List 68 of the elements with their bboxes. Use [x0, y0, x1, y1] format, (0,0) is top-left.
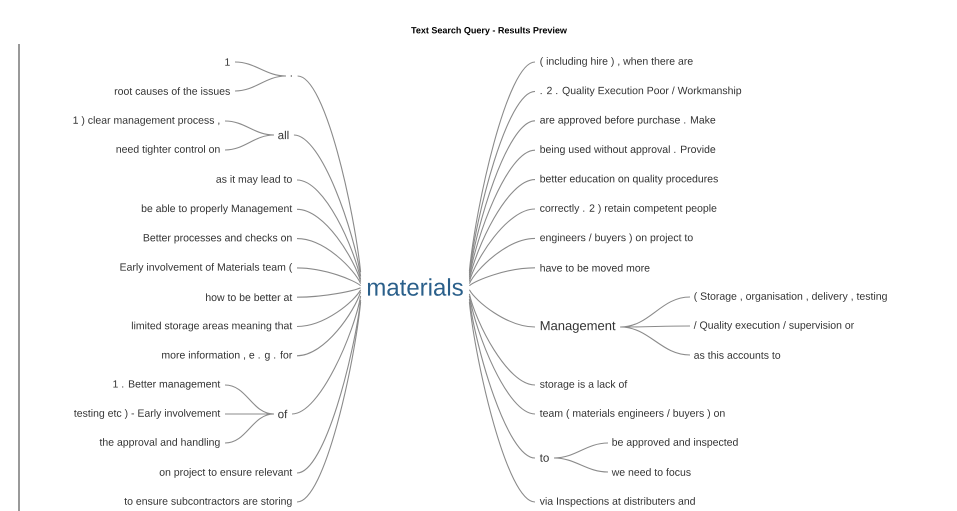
- phrase-text: are approved before purchase . Make: [540, 116, 716, 126]
- phrase-text: Better processes and checks on: [144, 234, 292, 244]
- branch-line: [296, 290, 362, 328]
- phrase-text: . 2 . Quality Execution Poor / Workmanship: [540, 86, 742, 96]
- phrase-text: the approval and handling: [100, 438, 220, 448]
- branch-line: [224, 384, 274, 415]
- phrase-text: 1: [225, 58, 230, 66]
- phrase-text: be able to properly Management: [142, 204, 292, 214]
- branch-line: [297, 75, 362, 272]
- phrase-text: storage is a lack of: [540, 380, 628, 390]
- branch-line: [224, 413, 274, 444]
- branch-line: [468, 296, 536, 415]
- branch-word: all: [278, 130, 288, 140]
- phrase-text: engineers / buyers ) on project to: [540, 234, 693, 244]
- title: Text Search Query - Results Preview: [411, 26, 567, 36]
- phrase-text: root causes of the issues: [114, 87, 230, 95]
- phrase-text: need tighter control on: [116, 145, 220, 155]
- branch-word: of: [278, 410, 288, 418]
- phrase-text: as it may lead to: [216, 175, 292, 185]
- branch-line: [296, 267, 361, 286]
- branch-line: [224, 134, 274, 151]
- branch-line: [296, 292, 362, 356]
- branch-word: to: [540, 454, 549, 462]
- branch-line: [620, 326, 690, 356]
- branch-line: [554, 457, 608, 473]
- phrase-text: ( including hire ) , when there are: [540, 57, 693, 67]
- phrase-text: via Inspections at distributers and: [540, 497, 695, 507]
- branch-line: [468, 179, 536, 280]
- branch-word: Management: [540, 321, 616, 333]
- phrase-text: correctly . 2 ) retain competent people: [540, 204, 716, 214]
- branch-line: [292, 296, 362, 415]
- branch-line: [468, 302, 536, 503]
- phrase-text: 1 . Better management: [113, 380, 220, 390]
- branch-line: [296, 302, 362, 503]
- branch-line: [294, 134, 362, 276]
- branch-line: [297, 287, 361, 298]
- phrase-text: limited storage areas meaning that: [132, 322, 292, 332]
- phrase-text: on project to ensure relevant: [160, 468, 292, 478]
- branch-line: [296, 179, 362, 280]
- phrase-text: as this accounts to: [694, 351, 780, 359]
- branch-line: [296, 300, 362, 474]
- branch-line: [468, 208, 536, 282]
- phrase-text: have to be moved more: [540, 264, 650, 272]
- phrase-text: we need to focus: [612, 468, 691, 476]
- branch-line: [469, 267, 536, 286]
- branch-word: .: [290, 75, 292, 77]
- branch-line: [468, 294, 536, 386]
- phrase-text: Early involvement of Materials team (: [120, 263, 292, 273]
- branch-line: [468, 290, 536, 328]
- branch-line: [468, 298, 536, 459]
- branch-line: [234, 75, 286, 92]
- branch-line: [468, 150, 536, 278]
- branch-line: [296, 238, 362, 284]
- phrase-text: team ( materials engineers / buyers ) on: [540, 409, 725, 419]
- phrase-text: testing etc ) - Early involvement: [74, 409, 220, 419]
- phrase-text: to ensure subcontractors are storing: [124, 497, 292, 507]
- root-word: materials: [368, 278, 463, 296]
- phrase-text: more information , e . g . for: [162, 350, 292, 361]
- phrase-text: better education on quality procedures: [540, 174, 718, 184]
- phrase-text: 1 ) clear management process ,: [73, 116, 220, 126]
- branch-line: [468, 238, 536, 284]
- phrase-text: / Quality execution / supervision or: [694, 321, 854, 331]
- branch-line: [468, 120, 536, 276]
- phrase-text: how to be better at: [206, 293, 292, 302]
- phrase-text: ( Storage , organisation , delivery , testing: [694, 292, 887, 302]
- phrase-text: being used without approval . Provide: [540, 145, 716, 156]
- branch-line: [296, 208, 362, 282]
- phrase-text: be approved and inspected: [612, 438, 738, 448]
